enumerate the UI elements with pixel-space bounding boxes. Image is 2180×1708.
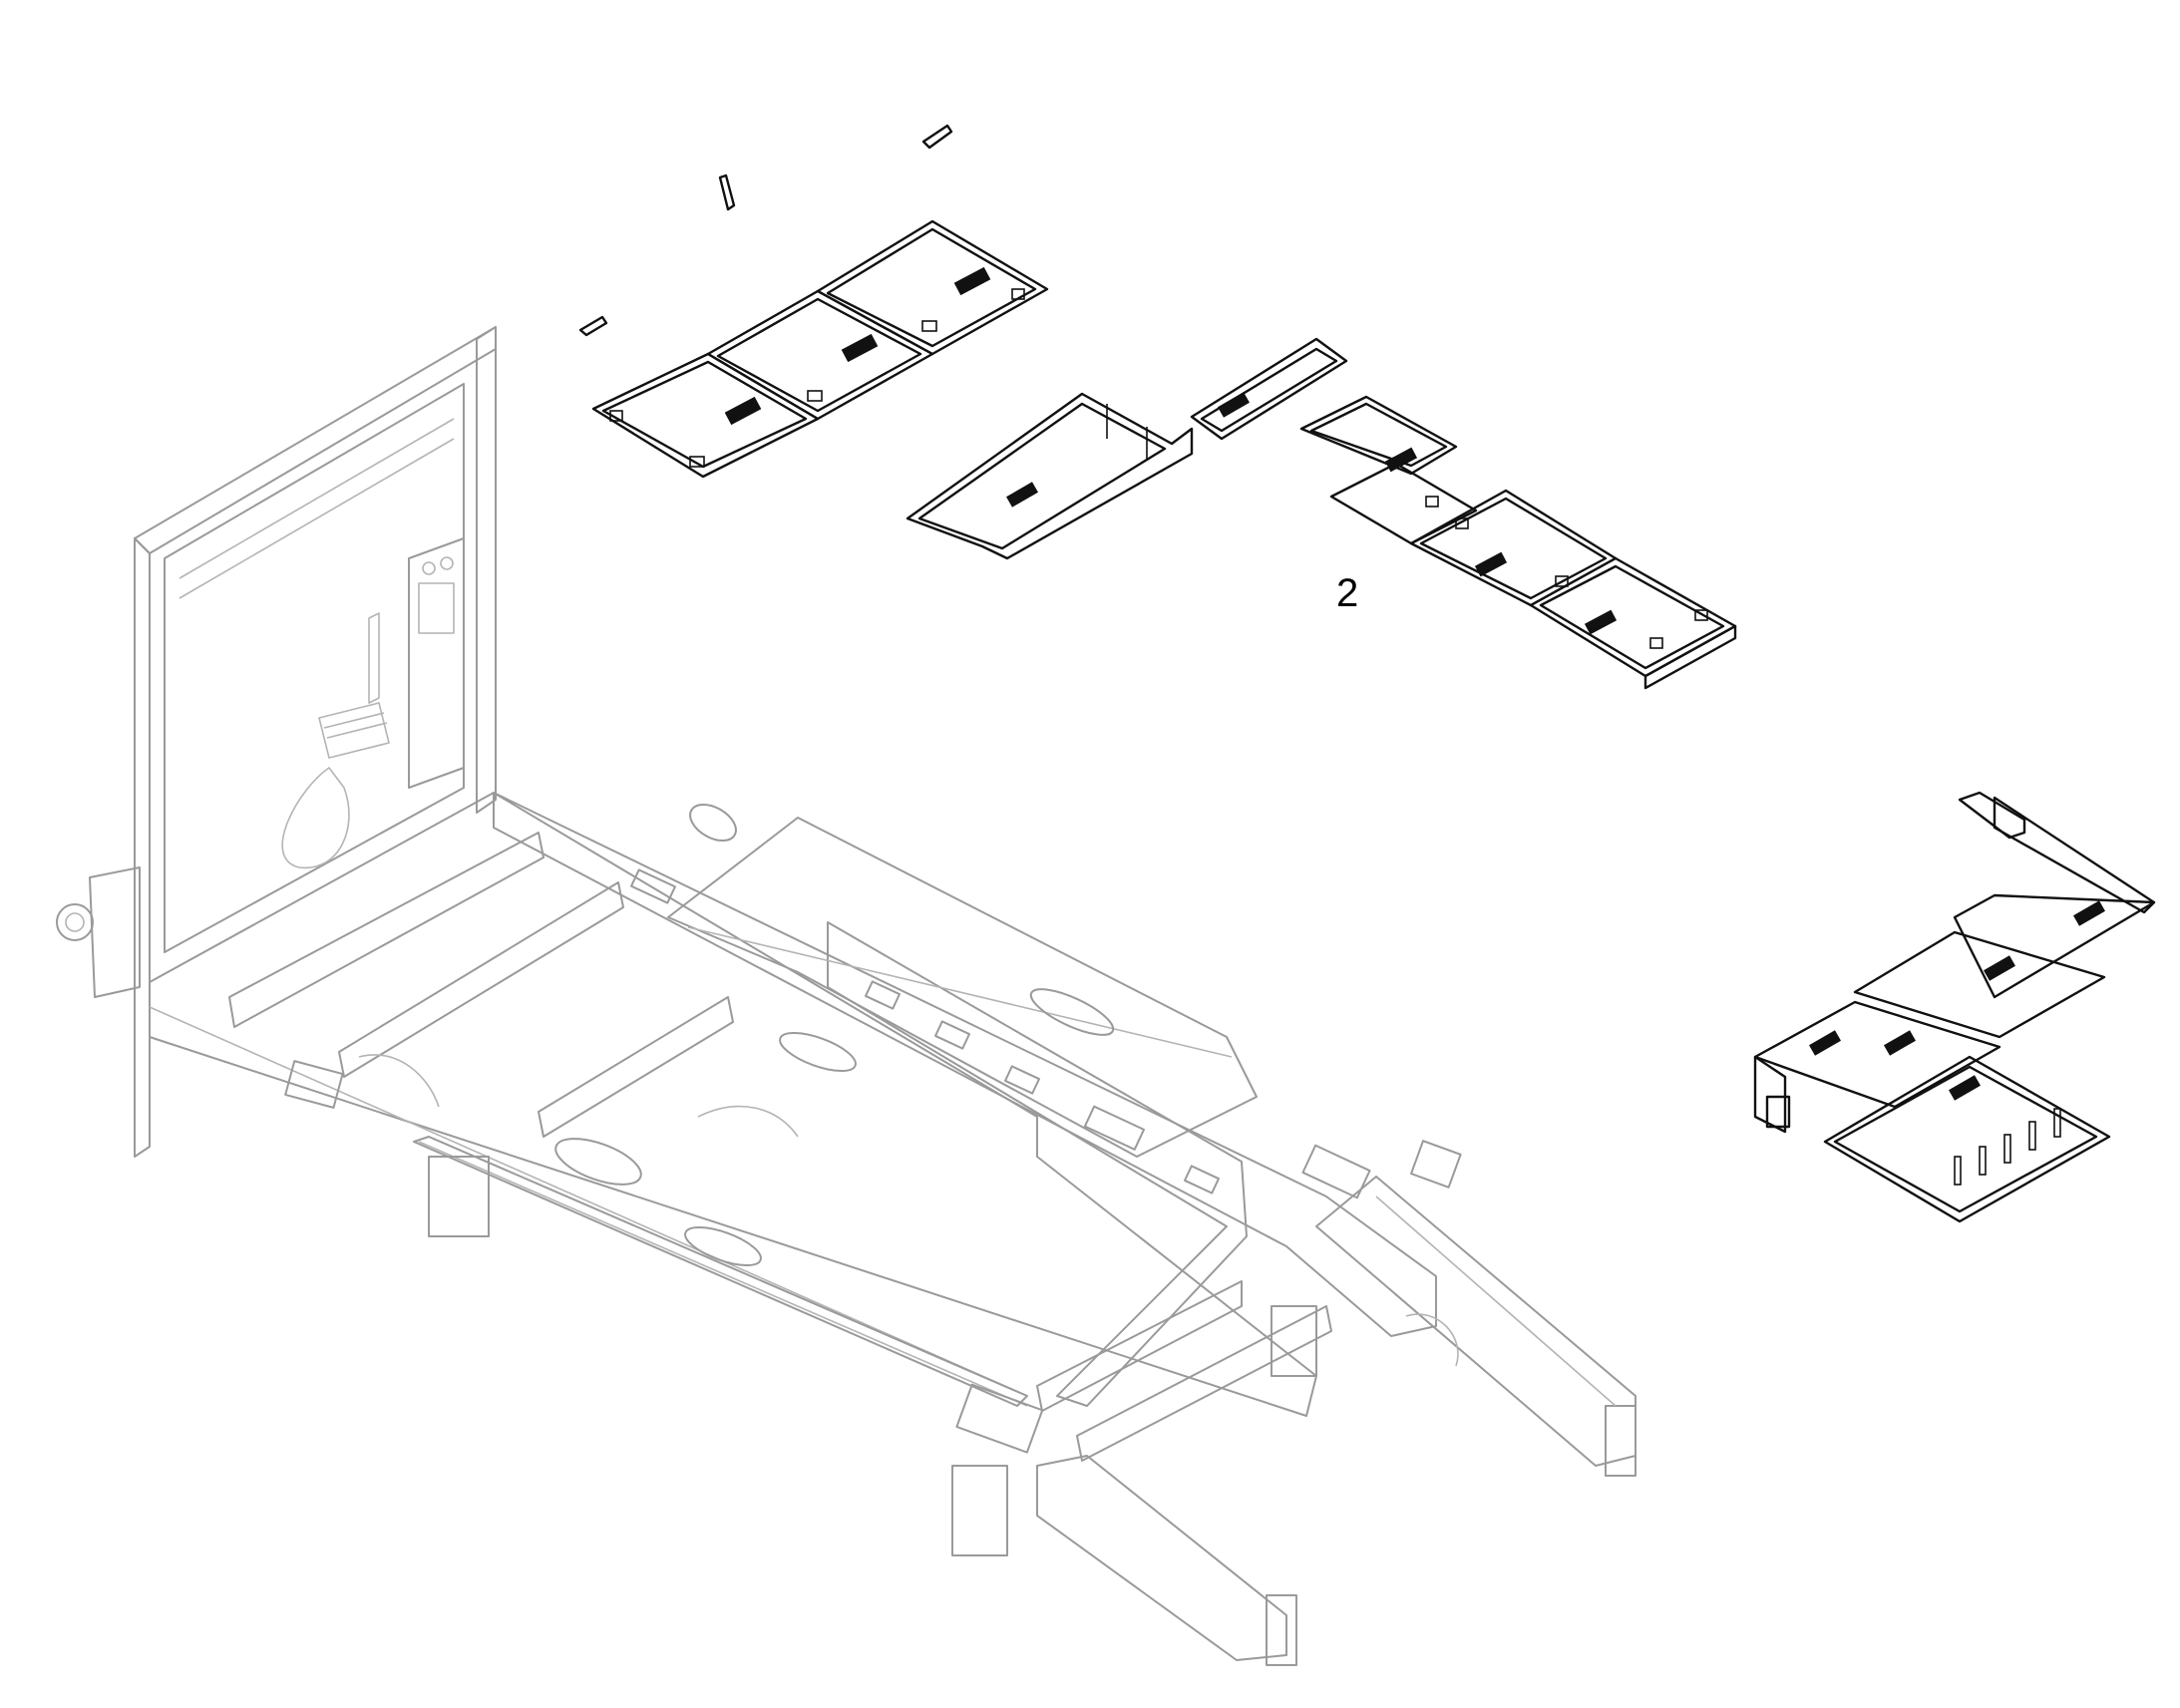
floor-panel-middle: [906, 337, 1348, 560]
step-assembly-right: [1753, 791, 2156, 1223]
chassis-frame: [56, 326, 1636, 1666]
clip-top: [921, 124, 953, 150]
floor-panel-right-group: [1299, 395, 1737, 690]
step-slots: [1954, 1108, 2061, 1186]
pin-upper: [718, 173, 736, 211]
connector-block: [724, 266, 991, 426]
retaining-clip-parts: [578, 124, 953, 337]
callout-label-2: 2: [1336, 571, 1358, 615]
clip-left: [578, 315, 608, 337]
floor-panel-left-group: [591, 219, 1049, 479]
headboard-frame: [56, 326, 497, 1158]
main-rails: [149, 792, 1636, 1666]
